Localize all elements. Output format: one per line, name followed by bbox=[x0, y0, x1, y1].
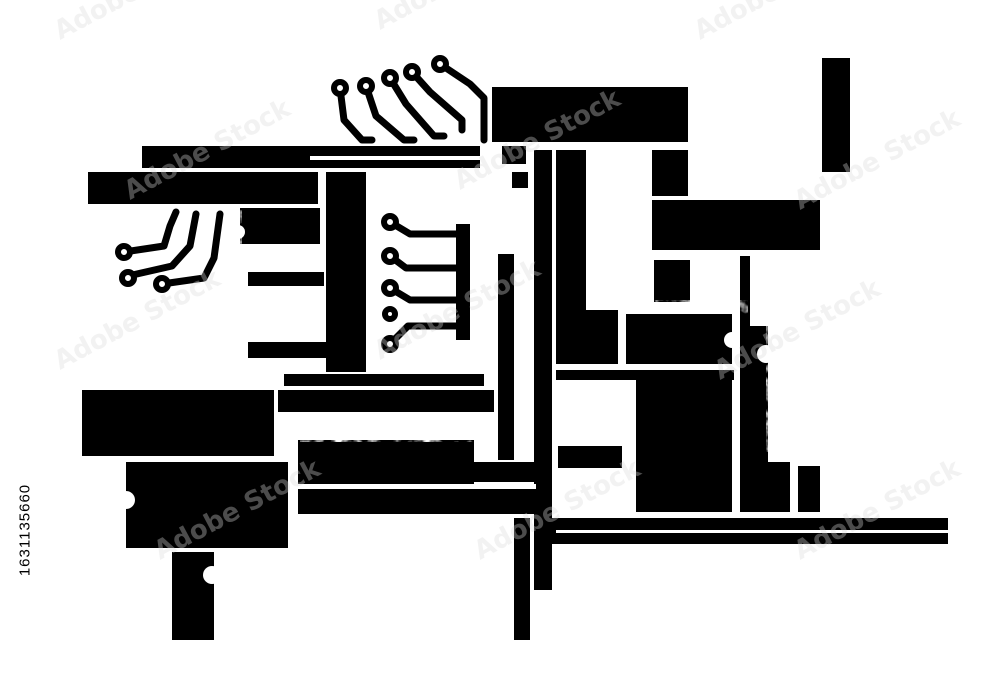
pad-icon bbox=[119, 269, 137, 287]
pad-icon bbox=[381, 335, 399, 353]
ic-block bbox=[172, 552, 214, 640]
watermark-text: Adobe Stock bbox=[789, 103, 966, 216]
pad-icon bbox=[381, 213, 399, 231]
watermark-text: Adobe Stock bbox=[369, 0, 546, 36]
ic-block bbox=[556, 150, 586, 364]
circuit-blocks bbox=[82, 58, 948, 640]
ic-block bbox=[636, 376, 732, 512]
ic-block bbox=[626, 314, 732, 364]
trace-bar bbox=[498, 254, 514, 460]
pad-icon bbox=[115, 243, 133, 261]
ic-block bbox=[652, 200, 820, 250]
trace-bar bbox=[470, 462, 538, 482]
ic-block bbox=[298, 440, 474, 484]
trace-bar bbox=[740, 256, 750, 328]
trace-bar bbox=[278, 390, 494, 412]
pad-icon bbox=[357, 77, 375, 95]
pad-icon bbox=[153, 275, 171, 293]
pad-icon bbox=[381, 69, 399, 87]
ic-block bbox=[492, 87, 688, 142]
ic-block bbox=[822, 58, 850, 172]
ic-block bbox=[652, 150, 688, 196]
trace-bar bbox=[514, 518, 530, 640]
ic-block bbox=[126, 462, 288, 548]
ic-block bbox=[798, 466, 820, 512]
trace-bar bbox=[558, 446, 622, 468]
trace-bar bbox=[284, 374, 484, 386]
ic-block bbox=[586, 310, 618, 364]
trace-bar bbox=[556, 370, 734, 380]
trace-bar bbox=[502, 146, 526, 164]
stock-id-text: 1631135660 bbox=[16, 483, 34, 577]
pad-icon bbox=[331, 79, 349, 97]
watermark-text: Adobe Stock bbox=[49, 0, 226, 46]
trace-bar bbox=[248, 272, 324, 286]
trace-bar bbox=[248, 342, 326, 358]
ic-block bbox=[326, 172, 366, 372]
pad-icon bbox=[403, 63, 421, 81]
trace-bar bbox=[512, 172, 528, 188]
pad-icon bbox=[431, 55, 449, 73]
pad-icon bbox=[382, 306, 398, 322]
trace-bar bbox=[298, 488, 538, 514]
stock-id: 1631135660 bbox=[14, 455, 36, 605]
ic-block bbox=[82, 390, 274, 456]
pcb-pads bbox=[115, 55, 449, 353]
ic-block bbox=[240, 208, 320, 244]
ic-block bbox=[654, 260, 690, 302]
trace-bar bbox=[456, 224, 470, 340]
watermark-text: Adobe Stock bbox=[689, 0, 866, 46]
ic-block bbox=[768, 462, 790, 512]
trace-bar bbox=[88, 172, 318, 204]
pad-icon bbox=[381, 279, 399, 297]
pad-icon bbox=[381, 247, 399, 265]
trace-bar bbox=[534, 150, 552, 590]
pcb-traces bbox=[120, 60, 488, 348]
grunge-texture bbox=[96, 86, 822, 560]
